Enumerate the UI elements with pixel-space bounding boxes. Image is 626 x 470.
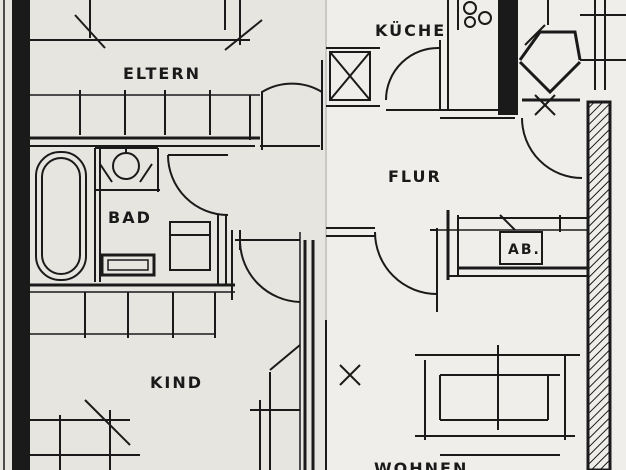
room-label-bad: BAD: [108, 208, 152, 227]
paper-left-sheet: [0, 0, 326, 470]
wall-lines: [3, 0, 626, 470]
room-label-kueche: KÜCHE: [375, 21, 446, 40]
room-label-kind: KIND: [150, 373, 203, 392]
room-label-eltern: ELTERN: [123, 64, 201, 83]
room-label-abstellraum: AB.: [508, 242, 541, 258]
room-label-wohnen: WOHNEN: [374, 459, 468, 470]
room-label-flur: FLUR: [388, 167, 442, 186]
